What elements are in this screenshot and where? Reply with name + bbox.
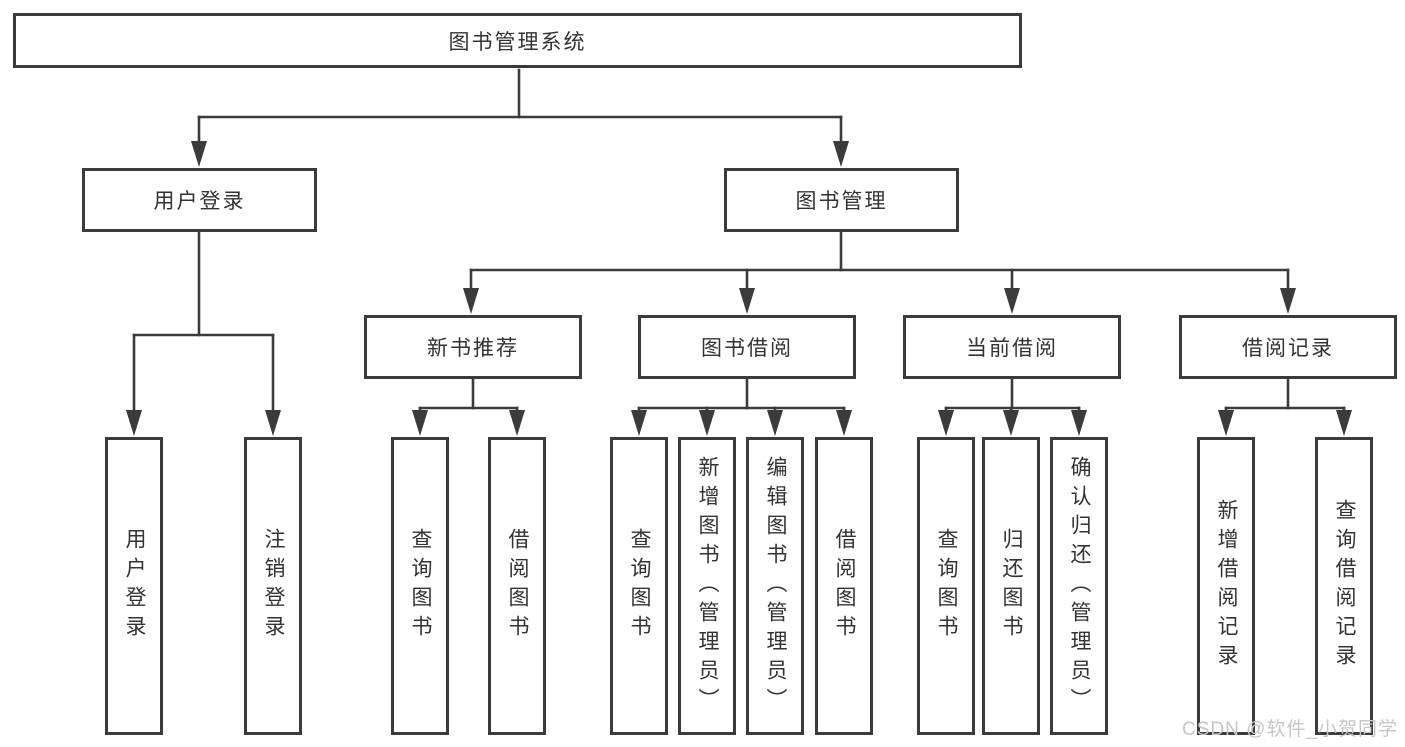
node-label: 图书借阅	[701, 337, 793, 360]
leaf-query-books: 查询图书	[391, 437, 449, 735]
leaf-query-books: 查询图书	[610, 437, 668, 735]
leaf-label: 借阅图书	[506, 528, 529, 644]
node-label: 当前借阅	[966, 337, 1058, 360]
node-label: 图书管理系统	[448, 30, 587, 54]
leaf-label: 借阅图书	[833, 528, 856, 644]
node-label: 新书推荐	[427, 337, 519, 360]
leaf-label: 新增图书（管理员）	[696, 455, 719, 717]
leaf-borrow-books: 借阅图书	[488, 437, 546, 735]
leaf-label: 查询图书	[409, 528, 432, 644]
leaf-query-borrow-record: 查询借阅记录	[1315, 437, 1373, 735]
node-book-borrow: 图书借阅	[638, 315, 856, 379]
node-borrow-records: 借阅记录	[1179, 315, 1397, 379]
csdn-watermark: CSDN @软件_小贺同学	[1182, 719, 1398, 740]
leaf-logout: 注销登录	[244, 437, 302, 735]
leaf-label: 新增借阅记录	[1215, 499, 1238, 673]
leaf-confirm-return-admin: 确认归还（管理员）	[1050, 437, 1108, 735]
node-label: 借阅记录	[1242, 337, 1334, 360]
leaf-label: 查询图书	[628, 528, 651, 644]
leaf-edit-book-admin: 编辑图书（管理员）	[746, 437, 804, 735]
node-label: 用户登录	[153, 190, 246, 213]
leaf-borrow-books: 借阅图书	[815, 437, 873, 735]
leaf-user-login: 用户登录	[105, 437, 163, 735]
leaf-label: 编辑图书（管理员）	[764, 455, 787, 717]
leaf-label: 用户登录	[123, 528, 146, 644]
leaf-add-borrow-record: 新增借阅记录	[1197, 437, 1255, 735]
node-user-login: 用户登录	[82, 168, 317, 232]
node-label: 图书管理	[795, 190, 888, 213]
leaf-label: 查询图书	[935, 528, 958, 644]
node-library-management-system: 图书管理系统	[13, 13, 1022, 68]
leaf-label: 确认归还（管理员）	[1068, 455, 1091, 717]
leaf-label: 注销登录	[262, 528, 285, 644]
leaf-query-books: 查询图书	[917, 437, 975, 735]
leaf-label: 查询借阅记录	[1333, 499, 1356, 673]
node-book-management: 图书管理	[724, 168, 959, 232]
leaf-return-books: 归还图书	[982, 437, 1040, 735]
node-new-book-recommend: 新书推荐	[364, 315, 582, 379]
leaf-add-book-admin: 新增图书（管理员）	[678, 437, 736, 735]
node-current-borrow: 当前借阅	[903, 315, 1121, 379]
leaf-label: 归还图书	[1000, 528, 1023, 644]
